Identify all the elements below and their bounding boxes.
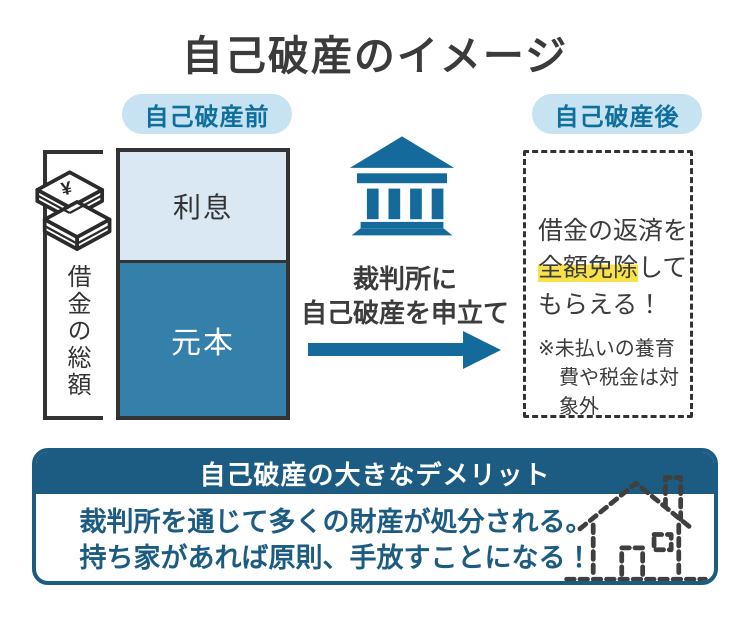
house-icon <box>562 468 710 581</box>
result-line3: もらえる！ <box>538 291 663 319</box>
note-line3: 象外 <box>559 396 599 418</box>
filing-caption: 裁判所に 自己破産を申立て <box>280 262 530 330</box>
demerit-body-text: 裁判所を通じて多くの財産が処分される。 持ち家があれば原則、手放すことになる！ <box>74 504 598 576</box>
money-stack-icon: ¥ <box>25 162 120 264</box>
interest-label: 利息 <box>172 192 233 223</box>
demerit-header: 自己破産の大きなデメリット <box>36 452 714 494</box>
result-line2-rest: して <box>638 254 688 282</box>
demerit-line1: 裁判所を通じて多くの財産が処分される。 <box>79 507 593 537</box>
filing-caption-line2: 自己破産を申立て <box>300 298 509 328</box>
highlighted-text: 全額免除 <box>538 254 639 282</box>
result-note: ※未払いの養育 費や税金は対 象外 <box>538 335 690 422</box>
total-debt-label: 借金の総額 <box>63 264 90 399</box>
after-pill-label: 自己破産後 <box>554 103 680 131</box>
result-text: 借金の返済を 全額免除して もらえる！ <box>538 213 690 324</box>
filing-caption-line1: 裁判所に <box>352 264 457 294</box>
after-result-box: 借金の返済を 全額免除して もらえる！ ※未払いの養育 費や税金は対 象外 <box>523 150 693 418</box>
right-arrow-icon <box>308 343 464 356</box>
debt-stacked-bar: 利息 元本 <box>116 148 290 420</box>
result-line2: 全額免除して <box>538 250 690 287</box>
before-bankruptcy-pill: 自己破産前 <box>122 94 292 134</box>
note-line2: 費や税金は対 <box>559 367 679 389</box>
after-bankruptcy-pill: 自己破産後 <box>532 94 702 134</box>
principal-label: 元本 <box>171 326 235 360</box>
result-line1: 借金の返済を <box>538 217 689 245</box>
principal-segment: 元本 <box>120 260 286 416</box>
note-line1: ※未払いの養育 <box>538 338 675 360</box>
before-pill-label: 自己破産前 <box>144 103 270 131</box>
demerit-line2: 持ち家があれば原則、手放すことになる！ <box>79 543 593 573</box>
demerit-box: 自己破産の大きなデメリット 裁判所を通じて多くの財産が処分される。 持ち家があれ… <box>32 448 718 585</box>
page-title: 自己破産のイメージ <box>181 33 569 79</box>
courthouse-icon <box>348 130 456 240</box>
demerit-header-label: 自己破産の大きなデメリット <box>199 459 551 490</box>
total-debt-bracket <box>43 150 103 420</box>
interest-segment: 利息 <box>120 152 286 260</box>
right-arrow-head-icon <box>463 331 501 369</box>
